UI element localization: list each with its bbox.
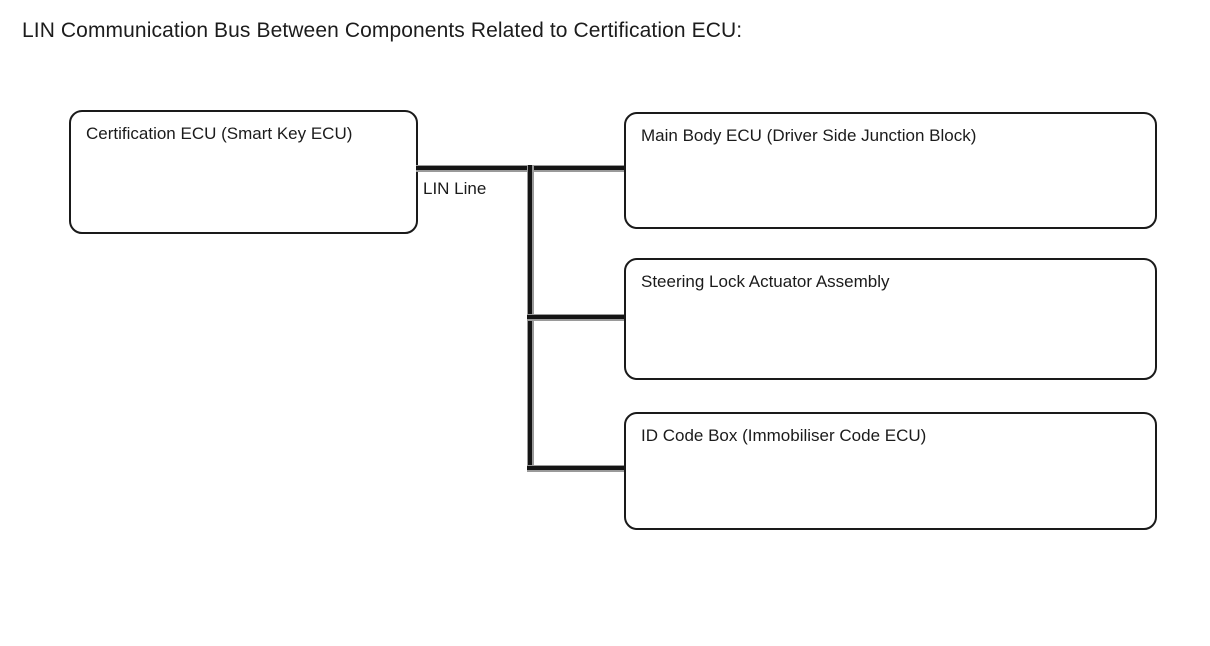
node-id-code-box-label: ID Code Box (Immobiliser Code ECU) xyxy=(641,426,927,445)
node-main-body-ecu[interactable]: Main Body ECU (Driver Side Junction Bloc… xyxy=(624,112,1157,229)
bus-line-horizontal-main xyxy=(416,165,626,172)
node-certification-ecu-label: Certification ECU (Smart Key ECU) xyxy=(86,124,353,143)
node-certification-ecu[interactable]: Certification ECU (Smart Key ECU) xyxy=(69,110,418,234)
bus-line-branch-steering-lock xyxy=(527,314,626,321)
page-title: LIN Communication Bus Between Components… xyxy=(22,19,743,42)
node-id-code-box[interactable]: ID Code Box (Immobiliser Code ECU) xyxy=(624,412,1157,530)
bus-label-lin-line: LIN Line xyxy=(423,179,487,198)
node-main-body-ecu-label: Main Body ECU (Driver Side Junction Bloc… xyxy=(641,126,977,145)
bus-line-branch-id-code-box xyxy=(527,465,626,472)
node-steering-lock-actuator[interactable]: Steering Lock Actuator Assembly xyxy=(624,258,1157,380)
node-steering-lock-actuator-label: Steering Lock Actuator Assembly xyxy=(641,272,890,291)
